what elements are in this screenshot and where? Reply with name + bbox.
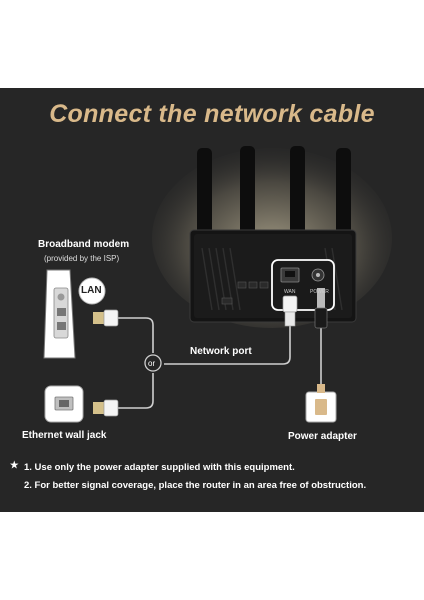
diagram-panel: Connect the network cable [0, 88, 424, 512]
lan-port-label: LAN [81, 285, 102, 296]
power-port-label: POWER [310, 289, 329, 295]
wall-jack-label: Ethernet wall jack [22, 430, 107, 441]
wan-port-label: WAN [284, 289, 296, 295]
connection-diagram [43, 146, 392, 423]
lan-port-badge [78, 277, 106, 305]
power-plug-router [314, 288, 328, 329]
or-label: or [148, 359, 156, 368]
note-2: 2. For better signal coverage, place the… [24, 480, 367, 491]
power-adapter-device [305, 384, 337, 423]
router-antennas [197, 146, 351, 238]
wall-jack-device [44, 385, 84, 423]
rj45-plug-modem [93, 309, 119, 327]
note-1: 1. Use only the power adapter supplied w… [24, 462, 295, 473]
power-adapter-label: Power adapter [288, 431, 357, 442]
page-title: Connect the network cable [49, 100, 375, 128]
network-port-label: Network port [190, 346, 252, 357]
modem-label: Broadband modem [38, 239, 130, 250]
modem-sublabel: (provided by the ISP) [44, 254, 120, 263]
or-divider-circle [144, 354, 162, 372]
rj45-plug-router [282, 295, 298, 327]
star-icon: ★ [10, 460, 19, 471]
modem-device [43, 269, 76, 359]
rj45-plug-walljack [93, 399, 119, 417]
